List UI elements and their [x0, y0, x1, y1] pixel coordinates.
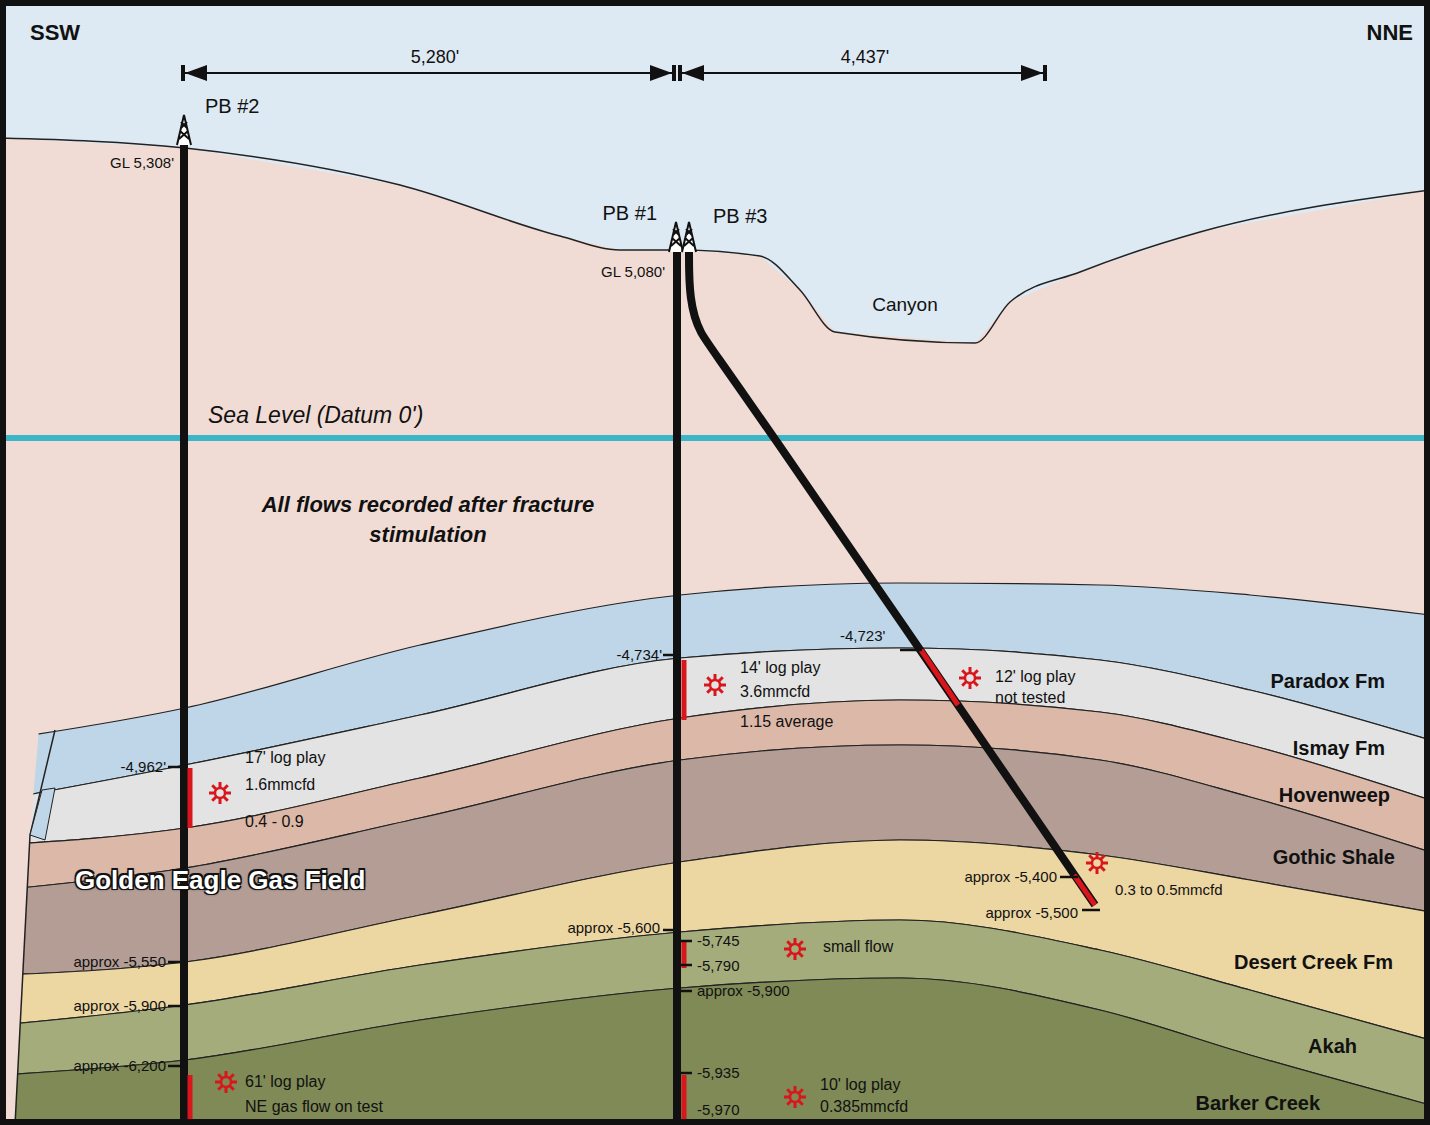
label: 5,280'	[411, 48, 459, 68]
depth-tick	[900, 649, 922, 652]
label: Akah	[1308, 1035, 1357, 1057]
label: 61' log play	[245, 1073, 325, 1091]
derrick-pb2	[177, 115, 191, 145]
label: approx -5,500	[985, 905, 1078, 922]
label: approx -6,200	[73, 1058, 166, 1075]
depth-tick	[677, 940, 692, 943]
gas-symbol	[784, 1086, 806, 1108]
label: 0.385mmcfd	[820, 1098, 908, 1116]
label: SSW	[30, 21, 80, 45]
label: Hovenweep	[1279, 784, 1390, 806]
label: 1.15 average	[740, 713, 833, 731]
label: 0.3 to 0.5mmcfd	[1115, 882, 1223, 899]
label: Paradox Fm	[1271, 670, 1385, 692]
perforation-interval	[188, 1075, 193, 1125]
label: Canyon	[872, 295, 938, 316]
label: 12' log play	[995, 668, 1075, 686]
label: GL 5,080'	[601, 264, 665, 281]
dimension-line	[183, 65, 674, 81]
fault-line	[15, 730, 55, 1125]
label: -5,745	[697, 933, 740, 950]
gas-symbol	[959, 667, 981, 689]
label: approx -5,400	[964, 869, 1057, 886]
label: 1.6mmcfd	[245, 776, 315, 794]
label: 10' log play	[820, 1076, 900, 1094]
depth-tick	[168, 1005, 184, 1008]
depth-tick	[663, 654, 677, 657]
gas-symbol	[215, 1071, 237, 1093]
perforation-interval	[921, 650, 958, 705]
label: All flows recorded after fracture stimul…	[258, 490, 598, 549]
label: Sea Level (Datum 0')	[208, 403, 423, 428]
perforation-interval	[682, 660, 687, 720]
label: approx -5,550	[73, 954, 166, 971]
depth-tick	[1082, 909, 1100, 912]
label: -4,962'	[121, 759, 166, 776]
label: -4,734'	[617, 647, 662, 664]
depth-tick	[677, 990, 692, 993]
depth-tick	[168, 961, 184, 964]
label: Barker Creek	[1195, 1092, 1320, 1114]
label: small flow	[823, 938, 893, 956]
label: approx -5,900	[697, 983, 790, 1000]
label: Ismay Fm	[1293, 737, 1385, 759]
formation-layers	[0, 583, 1430, 1125]
depth-tick	[168, 766, 184, 769]
gas-symbol	[209, 782, 231, 804]
gas-symbol	[784, 938, 806, 960]
label: -5,970	[697, 1102, 740, 1119]
perforation-interval	[188, 768, 193, 828]
depth-tick	[677, 964, 692, 967]
depth-tick	[677, 1072, 692, 1075]
label: -5,935	[697, 1065, 740, 1082]
gas-symbol	[704, 674, 726, 696]
sea-level-line	[0, 435, 1430, 441]
formation-band	[0, 978, 1430, 1125]
label: Golden Eagle Gas Field	[75, 866, 365, 895]
label: not tested	[995, 689, 1065, 707]
label: 4,437'	[841, 48, 889, 68]
label: GL 5,308'	[110, 155, 174, 172]
label: NE gas flow on test	[245, 1098, 383, 1116]
perforation-interval	[1074, 875, 1095, 905]
gas-symbol	[1086, 852, 1108, 874]
derrick-pb1	[669, 222, 683, 252]
ground-surface	[0, 138, 1430, 343]
dimension-line	[680, 65, 1045, 81]
label: 14' log play	[740, 659, 820, 677]
label: approx -5,600	[567, 920, 660, 937]
perforation-interval	[682, 1075, 687, 1122]
label: -5,790	[697, 958, 740, 975]
fault-sliver	[30, 788, 55, 840]
well-pb1	[673, 248, 681, 1125]
label: 17' log play	[245, 749, 325, 767]
label: PB #3	[713, 205, 767, 227]
label: 3.6mmcfd	[740, 683, 810, 701]
label: approx -5,900	[73, 998, 166, 1015]
depth-tick	[663, 929, 677, 932]
derrick-pb3	[682, 222, 696, 252]
ground	[0, 138, 1430, 1125]
label: PB #2	[205, 95, 259, 117]
well-pb3	[689, 248, 1095, 905]
label: -4,723'	[840, 628, 885, 645]
frame	[3, 3, 1427, 1122]
well-pb2	[180, 140, 188, 1125]
label: Gothic Shale	[1273, 846, 1395, 868]
depth-tick	[168, 1065, 184, 1068]
label: NNE	[1367, 21, 1413, 45]
depth-tick	[1060, 876, 1078, 879]
label: Desert Creek Fm	[1234, 951, 1393, 973]
label: PB #1	[603, 202, 657, 224]
label: 0.4 - 0.9	[245, 813, 304, 831]
